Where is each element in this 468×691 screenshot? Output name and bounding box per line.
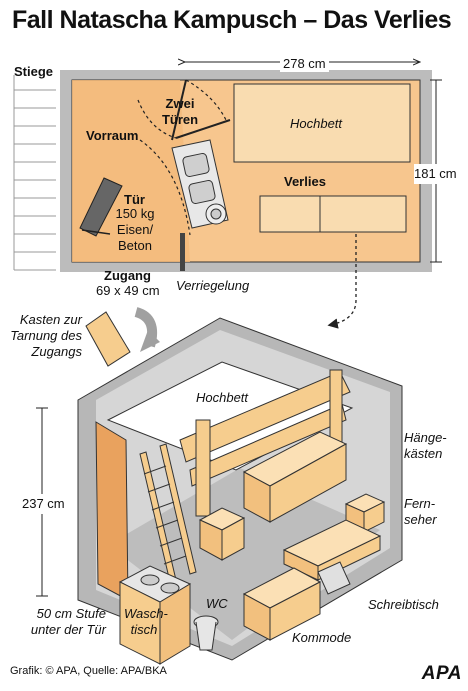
floor-plan xyxy=(10,62,442,329)
heavy-door-plan xyxy=(79,177,123,237)
label-schreibtisch: Schreibtisch xyxy=(368,597,439,612)
label-haengekaesten: Hänge- kästen xyxy=(404,430,447,461)
label-hochbett-plan: Hochbett xyxy=(290,116,343,131)
label-fernseher: Fern- seher xyxy=(404,496,437,527)
ladder xyxy=(139,443,197,583)
label-verriegelung: Verriegelung xyxy=(176,278,250,293)
label-zugang: Zugang xyxy=(104,268,151,283)
room-3d xyxy=(36,317,403,665)
label-verlies: Verlies xyxy=(284,174,326,189)
cabinet-plan-1 xyxy=(259,195,321,233)
label-waschtisch: Wasch- tisch xyxy=(124,606,168,637)
page-title: Fall Natascha Kampusch – Das Verlies xyxy=(12,6,452,34)
label-wc: WC xyxy=(206,596,228,611)
label-stufe: 50 cm Stufe unter der Tür xyxy=(30,606,106,637)
label-depth: 181 cm xyxy=(414,164,457,184)
credit-text: Grafik: © APA, Quelle: APA/BKA xyxy=(10,665,167,677)
label-vorraum: Vorraum xyxy=(86,128,139,143)
label-zugang-size: 69 x 49 cm xyxy=(96,283,160,298)
label-kommode: Kommode xyxy=(292,630,352,645)
label-hochbett-3d: Hochbett xyxy=(196,390,249,405)
label-width: 278 cm xyxy=(280,56,329,72)
apa-logo: APA xyxy=(421,663,462,684)
cabinet-plan-2 xyxy=(319,195,407,233)
stairs xyxy=(10,70,60,272)
hochbett-plan xyxy=(233,83,411,163)
label-tuer-details: 150 kg Eisen/ Beton xyxy=(115,206,155,253)
label-tuer: Tür xyxy=(124,192,145,207)
label-zwei-tueren: Zwei Türen xyxy=(161,96,199,127)
label-kasten: Kasten zur Tarnung des Zugangs xyxy=(10,312,82,359)
label-height: 237 cm xyxy=(22,494,65,514)
kasten-illustration xyxy=(85,307,160,367)
door-swings xyxy=(137,79,227,236)
label-stiege: Stiege xyxy=(14,64,54,79)
verriegelung-bolt xyxy=(180,233,185,271)
sink-plan xyxy=(171,139,229,229)
